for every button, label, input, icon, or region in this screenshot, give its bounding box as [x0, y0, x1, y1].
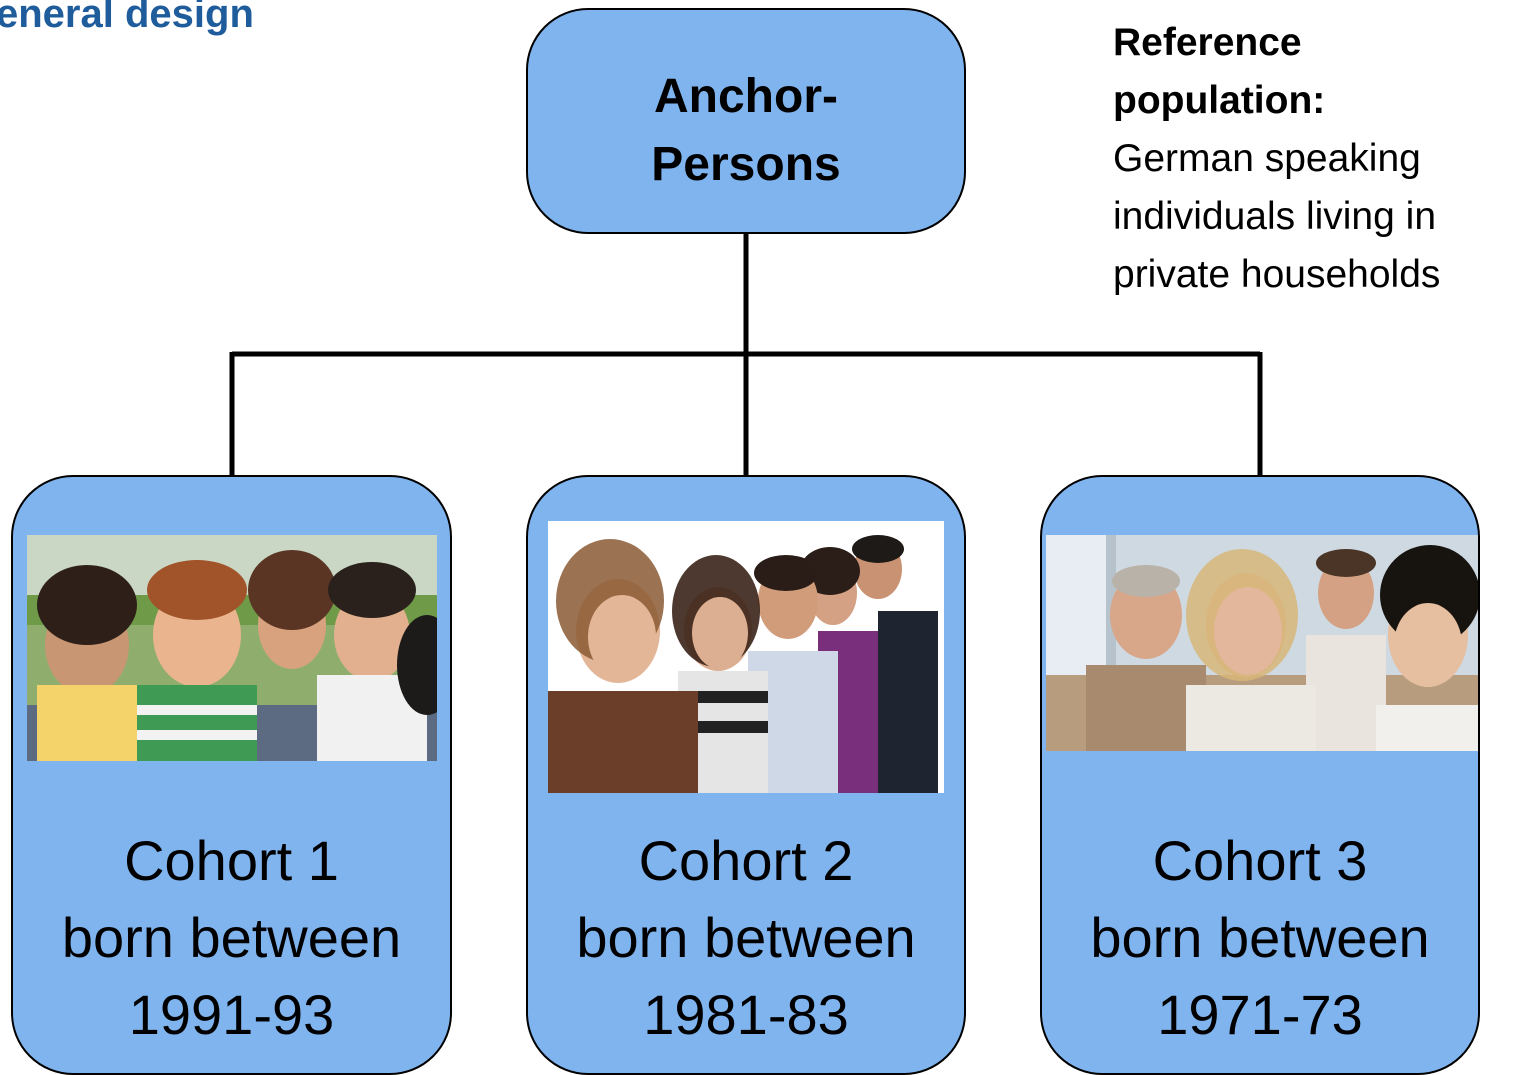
page-heading: eneral design [0, 0, 254, 36]
cohort-1-box: Cohort 1 born between 1991-93 [11, 475, 452, 1075]
anchor-persons-label: Anchor- Persons [528, 63, 964, 199]
cohort-name: Cohort 1 [124, 829, 339, 892]
cohort-years: 1981-83 [643, 983, 849, 1046]
cohort-name: Cohort 2 [638, 829, 854, 892]
reference-line: German speaking [1113, 137, 1421, 180]
cohort-name: Cohort 3 [1152, 829, 1368, 892]
reference-line: private households [1113, 253, 1441, 296]
cohort-years: 1971-73 [1157, 983, 1363, 1046]
reference-population-note: Reference population: German speaking in… [1113, 14, 1513, 304]
young-adult-group-photo [548, 521, 944, 793]
anchor-persons-box: Anchor- Persons [526, 8, 966, 234]
teen-group-photo [27, 535, 437, 761]
reference-line: individuals living in [1113, 195, 1437, 238]
adult-group-photo [1046, 535, 1478, 751]
cohort-3-caption: Cohort 3 born between 1971-73 [1042, 822, 1478, 1053]
cohort-2-caption: Cohort 2 born between 1981-83 [528, 822, 964, 1053]
cohort-born: born between [576, 906, 916, 969]
reference-population-label: Reference population: [1113, 21, 1326, 122]
cohort-2-box: Cohort 2 born between 1981-83 [526, 475, 966, 1075]
cohort-born: born between [1090, 906, 1430, 969]
cohort-born: born between [61, 906, 402, 969]
cohort-1-caption: Cohort 1 born between 1991-93 [13, 822, 450, 1053]
anchor-line-1: Anchor- [654, 70, 838, 123]
cohort-years: 1991-93 [128, 983, 335, 1046]
cohort-3-box: Cohort 3 born between 1971-73 [1040, 475, 1480, 1075]
anchor-line-2: Persons [651, 138, 841, 191]
